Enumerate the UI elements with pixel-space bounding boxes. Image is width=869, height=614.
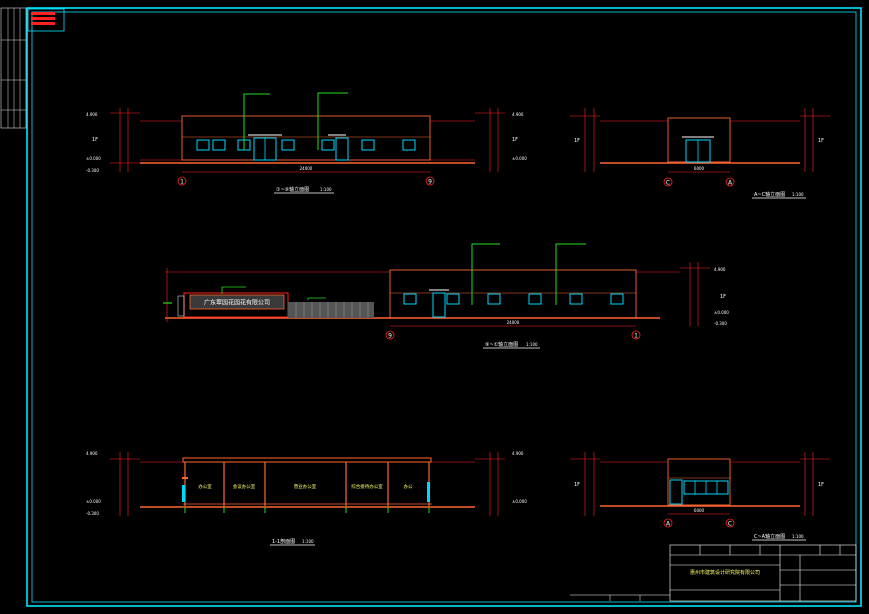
elev-a-storey-right: 1F <box>512 137 518 143</box>
outer-frame <box>26 7 862 607</box>
elev-c-axis-left: 9 <box>388 333 392 340</box>
room-label-1: 办公室 <box>198 483 212 490</box>
elev-a-storey-left: 1F <box>92 137 98 143</box>
elev-a-level-floor: ±0.000 <box>86 156 101 161</box>
elev-d-length: 6000 <box>694 508 705 513</box>
elev-b-storey: 1F <box>574 138 580 144</box>
section-scale: 1:100 <box>302 539 314 544</box>
elev-c-scale: 1:100 <box>526 342 538 347</box>
elev-d-scale: 1:100 <box>792 534 804 539</box>
elev-b-storey-r: 1F <box>818 138 824 144</box>
elev-a-axis-left: 1 <box>180 179 184 186</box>
elev-d-title: C~A轴立面图 <box>754 533 785 540</box>
elevation-c <box>163 243 710 340</box>
elevation-d <box>570 452 830 528</box>
elev-c-length: 24000 <box>507 320 520 325</box>
elev-b-title: A~C轴立面图 <box>754 191 785 198</box>
elev-a-level-floor-r: ±0.000 <box>512 156 527 161</box>
title-block-company: 惠州市建筑设计研究院有限公司 <box>690 569 760 576</box>
elev-c-axis-right: 1 <box>634 333 638 340</box>
elev-d-storey-r: 1F <box>818 482 824 488</box>
elev-a-level-ground: -0.300 <box>86 168 99 173</box>
room-label-2: 会议办公室 <box>233 483 256 490</box>
elev-a-scale: 1:100 <box>320 187 332 192</box>
elev-a-level-top: 4.900 <box>86 112 98 117</box>
binding-strip <box>0 7 27 129</box>
room-label-3: 营业办公室 <box>294 483 317 490</box>
room-label-5: 办公 <box>404 483 413 490</box>
elev-a-length: 24000 <box>300 166 313 171</box>
room-label-4: 综合接待办公室 <box>351 483 383 490</box>
elev-b-axis-right: A <box>728 180 733 187</box>
elev-c-level-top: 4.900 <box>714 267 726 272</box>
section-level-floor-r: ±0.000 <box>512 499 527 504</box>
section-level-ground: -0.300 <box>86 511 99 516</box>
elev-c-level-ground: -0.300 <box>714 321 727 326</box>
elev-c-storey: 1F <box>720 294 726 300</box>
elev-a-axis-right: 9 <box>428 179 432 186</box>
elev-c-title: ⑨~①轴立面图 <box>485 341 518 348</box>
elev-b-length: 6000 <box>694 166 705 171</box>
elev-d-storey: 1F <box>574 482 580 488</box>
inner-frame <box>31 11 857 603</box>
elevation-b <box>570 108 830 187</box>
elev-d-axis-right: C <box>728 521 732 528</box>
gate-sign-text: 广东翠园花园花有限公司 <box>204 299 270 307</box>
title-block <box>669 544 857 602</box>
section-title: 1-1剖面图 <box>272 538 295 545</box>
elevation-a <box>110 92 505 186</box>
elev-b-axis-left: C <box>666 180 670 187</box>
elev-a-level-top-r: 4.900 <box>512 112 524 117</box>
section-1-1 <box>110 452 505 516</box>
approval-stamp <box>27 8 65 32</box>
elev-b-scale: 1:100 <box>792 192 804 197</box>
section-level-top: 4.900 <box>86 451 98 456</box>
elev-a-title: ①~⑨轴立面图 <box>276 186 309 193</box>
elev-d-axis-left: A <box>666 521 671 528</box>
section-level-floor: ±0.000 <box>86 499 101 504</box>
section-level-top-r: 4.900 <box>512 451 524 456</box>
footer-strip <box>570 594 670 601</box>
elev-c-level-floor: ±0.000 <box>714 310 729 315</box>
